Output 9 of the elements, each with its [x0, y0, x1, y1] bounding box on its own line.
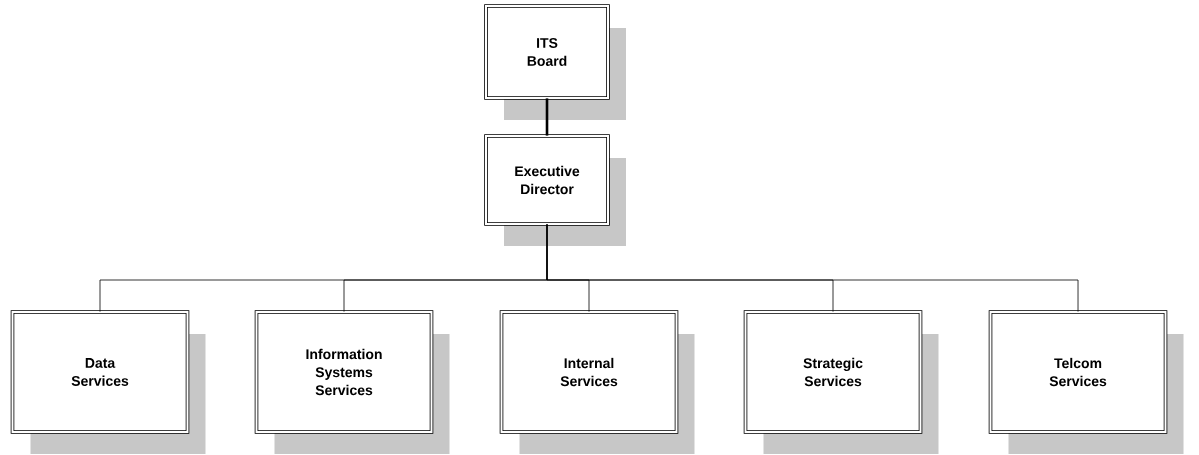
org-box: Strategic Services [743, 310, 939, 454]
org-box: Data Services [10, 310, 206, 454]
connector-line [546, 224, 1079, 312]
org-box: Internal Services [499, 310, 695, 454]
org-box: Executive Director [484, 134, 626, 246]
connector-line [545, 98, 549, 136]
org-box: Telcom Services [988, 310, 1184, 454]
org-box: ITS Board [484, 4, 626, 120]
org-box: Information Systems Services [254, 310, 450, 454]
